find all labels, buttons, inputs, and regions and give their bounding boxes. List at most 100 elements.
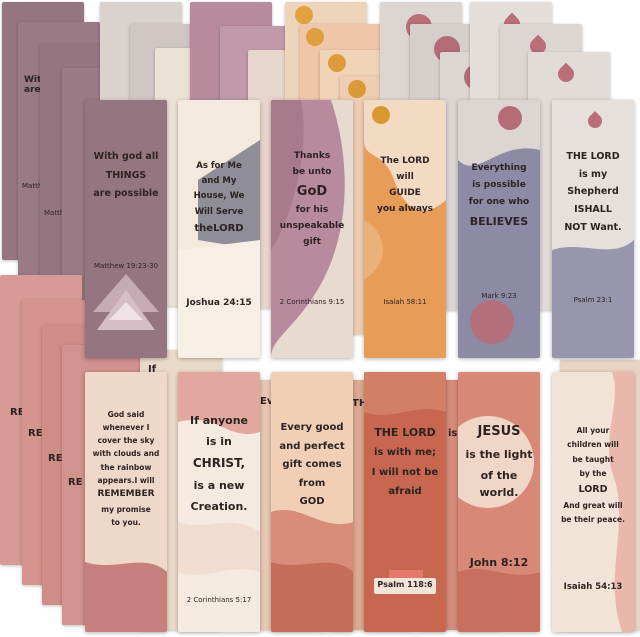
verse-line: cover the sky: [97, 436, 155, 446]
verse-line: are possible: [93, 188, 159, 200]
triangle-decor: [93, 274, 159, 330]
bookmark-card: JESUS is the light of the world. John 8:…: [458, 372, 540, 632]
wave-decor: [458, 416, 540, 632]
peek-text: Ev: [260, 396, 274, 407]
verse-line: the rainbow: [100, 462, 152, 472]
verse-line: by the: [579, 468, 607, 478]
verse-line: God said: [107, 410, 145, 419]
verse-reference: 2 Corinthians 5:17: [186, 596, 252, 604]
bookmark-card: THE LORD is with me; I will not be afrai…: [364, 372, 446, 632]
peek-text: Matthe: [44, 209, 69, 217]
verse-line: be unto: [292, 166, 332, 177]
verse-line: and perfect: [279, 440, 345, 452]
verse-line: is the light: [465, 448, 533, 462]
verse-line: afraid: [388, 486, 422, 498]
wave-decor: [364, 100, 446, 280]
verse-reference: John 8:12: [469, 556, 529, 569]
verse-line: THE LORD: [566, 151, 620, 162]
wave-decor: [85, 372, 167, 572]
verse-line: Every good: [280, 422, 344, 433]
verse-line: Will Serve: [194, 206, 244, 217]
verse-line: is with me;: [373, 447, 437, 459]
verse-line: is in: [206, 435, 232, 449]
bookmark-card: If anyone is in CHRIST, is a new Creatio…: [178, 372, 260, 632]
verse-reference: Isaiah 54:13: [563, 582, 623, 592]
verse-line: unspeakable: [279, 220, 345, 231]
verse-line: appears.I will: [97, 475, 155, 485]
verse-line: LORD: [578, 484, 608, 495]
verse-line: be their peace.: [561, 515, 625, 525]
verse-line: The LORD: [380, 156, 430, 166]
verse-line: and My: [201, 176, 237, 187]
wave-decor: [178, 372, 260, 575]
reference-tag: [374, 578, 436, 594]
circle-decor: [470, 300, 514, 344]
sun-circle: [328, 54, 346, 72]
wave-decor: [364, 372, 446, 415]
peek-text: TH: [352, 398, 368, 409]
verse-line: JESUS: [477, 424, 521, 439]
verse-line: THINGS: [105, 169, 147, 181]
peek-text: RE: [48, 453, 63, 464]
verse-line: my promise: [101, 504, 151, 514]
peek-text: If: [148, 364, 157, 375]
verse-line: is my: [578, 168, 608, 180]
peek-text: RE: [68, 477, 83, 488]
verse-line: I will not be: [371, 466, 439, 478]
verse-line: CHRIST,: [192, 456, 246, 471]
bookmark-card: God said whenever I cover the sky with c…: [85, 372, 167, 632]
sun-circle: [306, 28, 324, 46]
bookmark-card: All your children will be taught by the …: [552, 372, 634, 632]
circle-decor: [498, 106, 522, 130]
verse-reference: 2 Corinthians 9:15: [279, 298, 345, 306]
bookmark-card: The LORD will GUIDE you always Isaiah 58…: [364, 100, 446, 358]
verse-line: children will: [567, 440, 619, 450]
bookmark-card: With god all THINGS are possible Matthew…: [85, 100, 167, 358]
wave-decor: [178, 100, 260, 358]
verse-line: whenever I: [102, 423, 150, 433]
peek-text: RE: [10, 407, 25, 418]
verse-line: THE LORD: [374, 426, 436, 439]
peek-text: Matthe: [22, 182, 47, 190]
verse-line: will: [396, 171, 414, 182]
verse-line: REMEMBER: [97, 488, 155, 499]
sun-circle: [295, 6, 313, 24]
bookmark-card: Everything is possible for one who BELIE…: [458, 100, 540, 358]
bookmark-card: THE LORD is my Shepherd ISHALL NOT Want.…: [552, 100, 634, 358]
wave-decor: [552, 240, 634, 358]
wave-decor: [271, 100, 345, 358]
bookmark-card: Every good and perfect gift comes from G…: [271, 372, 353, 632]
bookmark-card: As for Me and My House, We Will Serve th…: [178, 100, 260, 358]
verse-line: be taught: [572, 454, 614, 464]
verse-line: theLORD: [194, 222, 244, 234]
peek-text: are: [24, 85, 41, 95]
verse-line: ISHALL: [574, 204, 612, 216]
verse-reference: Mark 9:23: [481, 292, 517, 300]
wave-decor: [271, 509, 353, 632]
verse-line: GOD: [299, 496, 325, 507]
verse-line: to you.: [111, 517, 141, 527]
verse-line: And great will: [563, 501, 623, 511]
verse-line: House, We: [193, 191, 245, 202]
bookmark-card: Thanks be unto GoD for his unspeakable g…: [271, 100, 353, 358]
drop-decor: [554, 62, 578, 86]
verse-line: If anyone: [190, 414, 248, 427]
verse-line: of the world.: [479, 469, 519, 500]
verse-line: Shepherd: [567, 186, 619, 198]
sun-circle: [372, 106, 390, 124]
verse-line: Thanks: [293, 151, 331, 161]
verse-line: for his: [295, 205, 329, 216]
peek-text: is: [448, 428, 458, 439]
verse-line: GoD: [296, 183, 328, 199]
verse-line: BELIEVES: [469, 214, 529, 228]
sun-circle: [348, 80, 366, 98]
verse-line: With god all: [93, 151, 159, 162]
verse-line: All your: [576, 426, 610, 435]
verse-line: from: [298, 477, 326, 489]
verse-line: Creation.: [190, 499, 248, 513]
verse-reference: Isaiah 58:11: [383, 298, 427, 306]
verse-reference: Psalm 118:6: [377, 580, 433, 589]
verse-reference: Psalm 23:1: [573, 296, 613, 304]
verse-line: with clouds and: [92, 449, 160, 459]
